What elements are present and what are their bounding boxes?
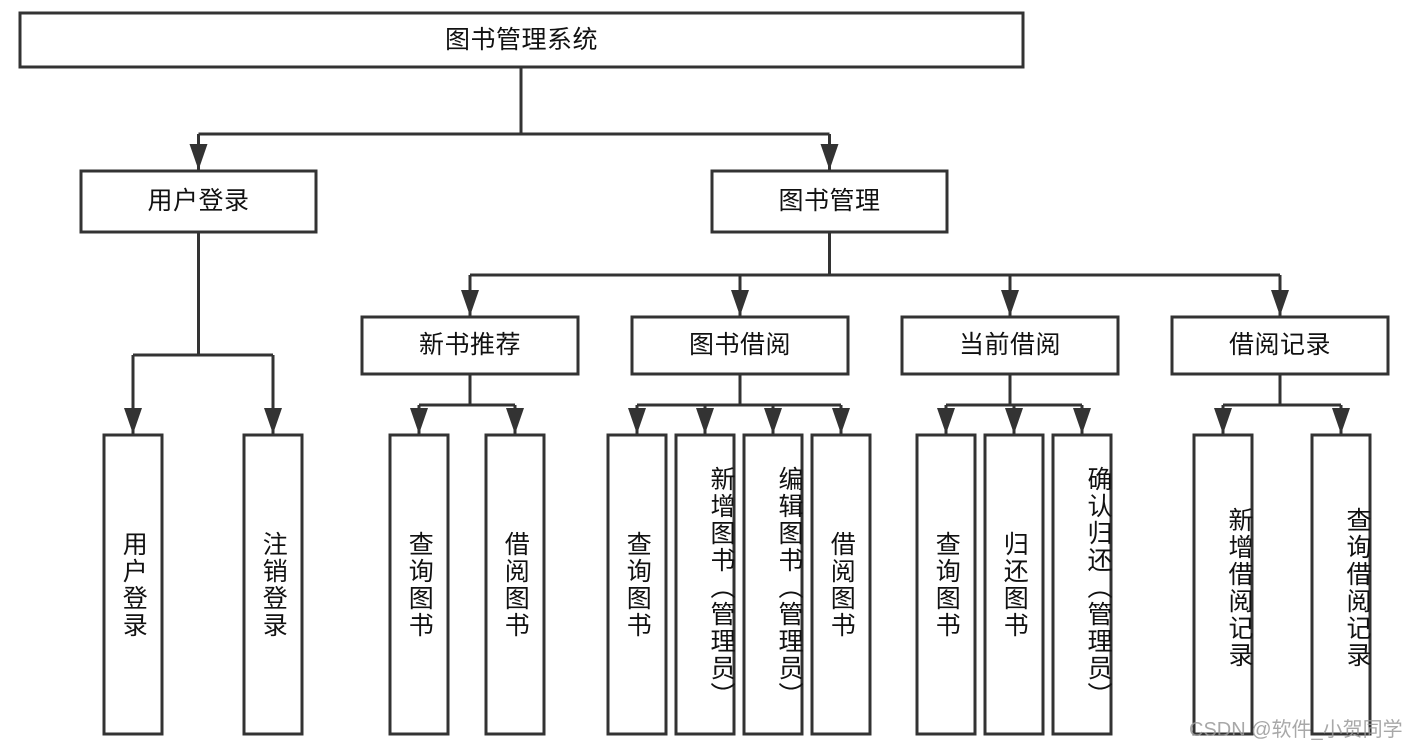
node-box-leaf-borrow-edit-book[interactable] — [742, 433, 804, 736]
arrow-head-icon-leaf-recommend-query-book — [410, 408, 428, 434]
node-box-leaf-record-query[interactable] — [1310, 433, 1372, 736]
arrow-head-icon-borrow-record — [1271, 290, 1289, 316]
node-box-leaf-current-return-book[interactable] — [983, 433, 1045, 736]
node-box-leaf-current-confirm-return[interactable] — [1051, 433, 1113, 736]
arrow-head-icon-current-borrow — [1001, 290, 1019, 316]
node-box-leaf-record-add[interactable] — [1192, 433, 1254, 736]
node-box-book-borrow[interactable] — [630, 315, 850, 376]
arrow-head-icon-book-manage — [820, 144, 839, 170]
node-box-leaf-recommend-query-book[interactable] — [388, 433, 450, 736]
node-box-user-login[interactable] — [79, 169, 318, 234]
arrow-head-icon-leaf-record-query — [1332, 408, 1350, 434]
arrow-head-icon-leaf-current-query-book — [937, 408, 955, 434]
arrow-head-icon-leaf-borrow-query-book — [628, 408, 646, 434]
arrow-head-icon-leaf-recommend-borrow-book — [506, 408, 524, 434]
node-box-book-manage[interactable] — [710, 169, 949, 234]
arrow-head-icon-leaf-borrow-edit-book — [764, 408, 782, 434]
csdn-watermark: CSDN @软件_小贺同学 — [1189, 719, 1403, 741]
arrow-head-icon-leaf-user-logout — [264, 408, 282, 434]
arrow-head-icon-new-book-recommend — [461, 290, 479, 316]
node-box-leaf-borrow-query-book[interactable] — [606, 433, 668, 736]
node-box-root[interactable] — [18, 11, 1025, 69]
node-box-leaf-current-query-book[interactable] — [915, 433, 977, 736]
node-box-current-borrow[interactable] — [900, 315, 1120, 376]
node-box-leaf-borrow-borrow-book[interactable] — [810, 433, 872, 736]
arrow-head-icon-leaf-borrow-borrow-book — [832, 408, 850, 434]
boxes-layer — [18, 11, 1390, 736]
connectors-layer — [124, 67, 1350, 434]
node-box-leaf-user-login[interactable] — [102, 433, 164, 736]
arrow-head-icon-user-login — [189, 144, 208, 170]
node-box-leaf-user-logout[interactable] — [242, 433, 304, 736]
node-box-new-book-recommend[interactable] — [360, 315, 580, 376]
node-box-borrow-record[interactable] — [1170, 315, 1390, 376]
arrow-head-icon-leaf-current-return-book — [1005, 408, 1023, 434]
arrow-head-icon-leaf-record-add — [1214, 408, 1232, 434]
arrow-head-icon-leaf-borrow-add-book — [696, 408, 714, 434]
node-box-leaf-recommend-borrow-book[interactable] — [484, 433, 546, 736]
arrow-head-icon-leaf-user-login — [124, 408, 142, 434]
arrow-head-icon-leaf-current-confirm-return — [1073, 408, 1091, 434]
node-box-leaf-borrow-add-book[interactable] — [674, 433, 736, 736]
arrow-head-icon-book-borrow — [731, 290, 749, 316]
